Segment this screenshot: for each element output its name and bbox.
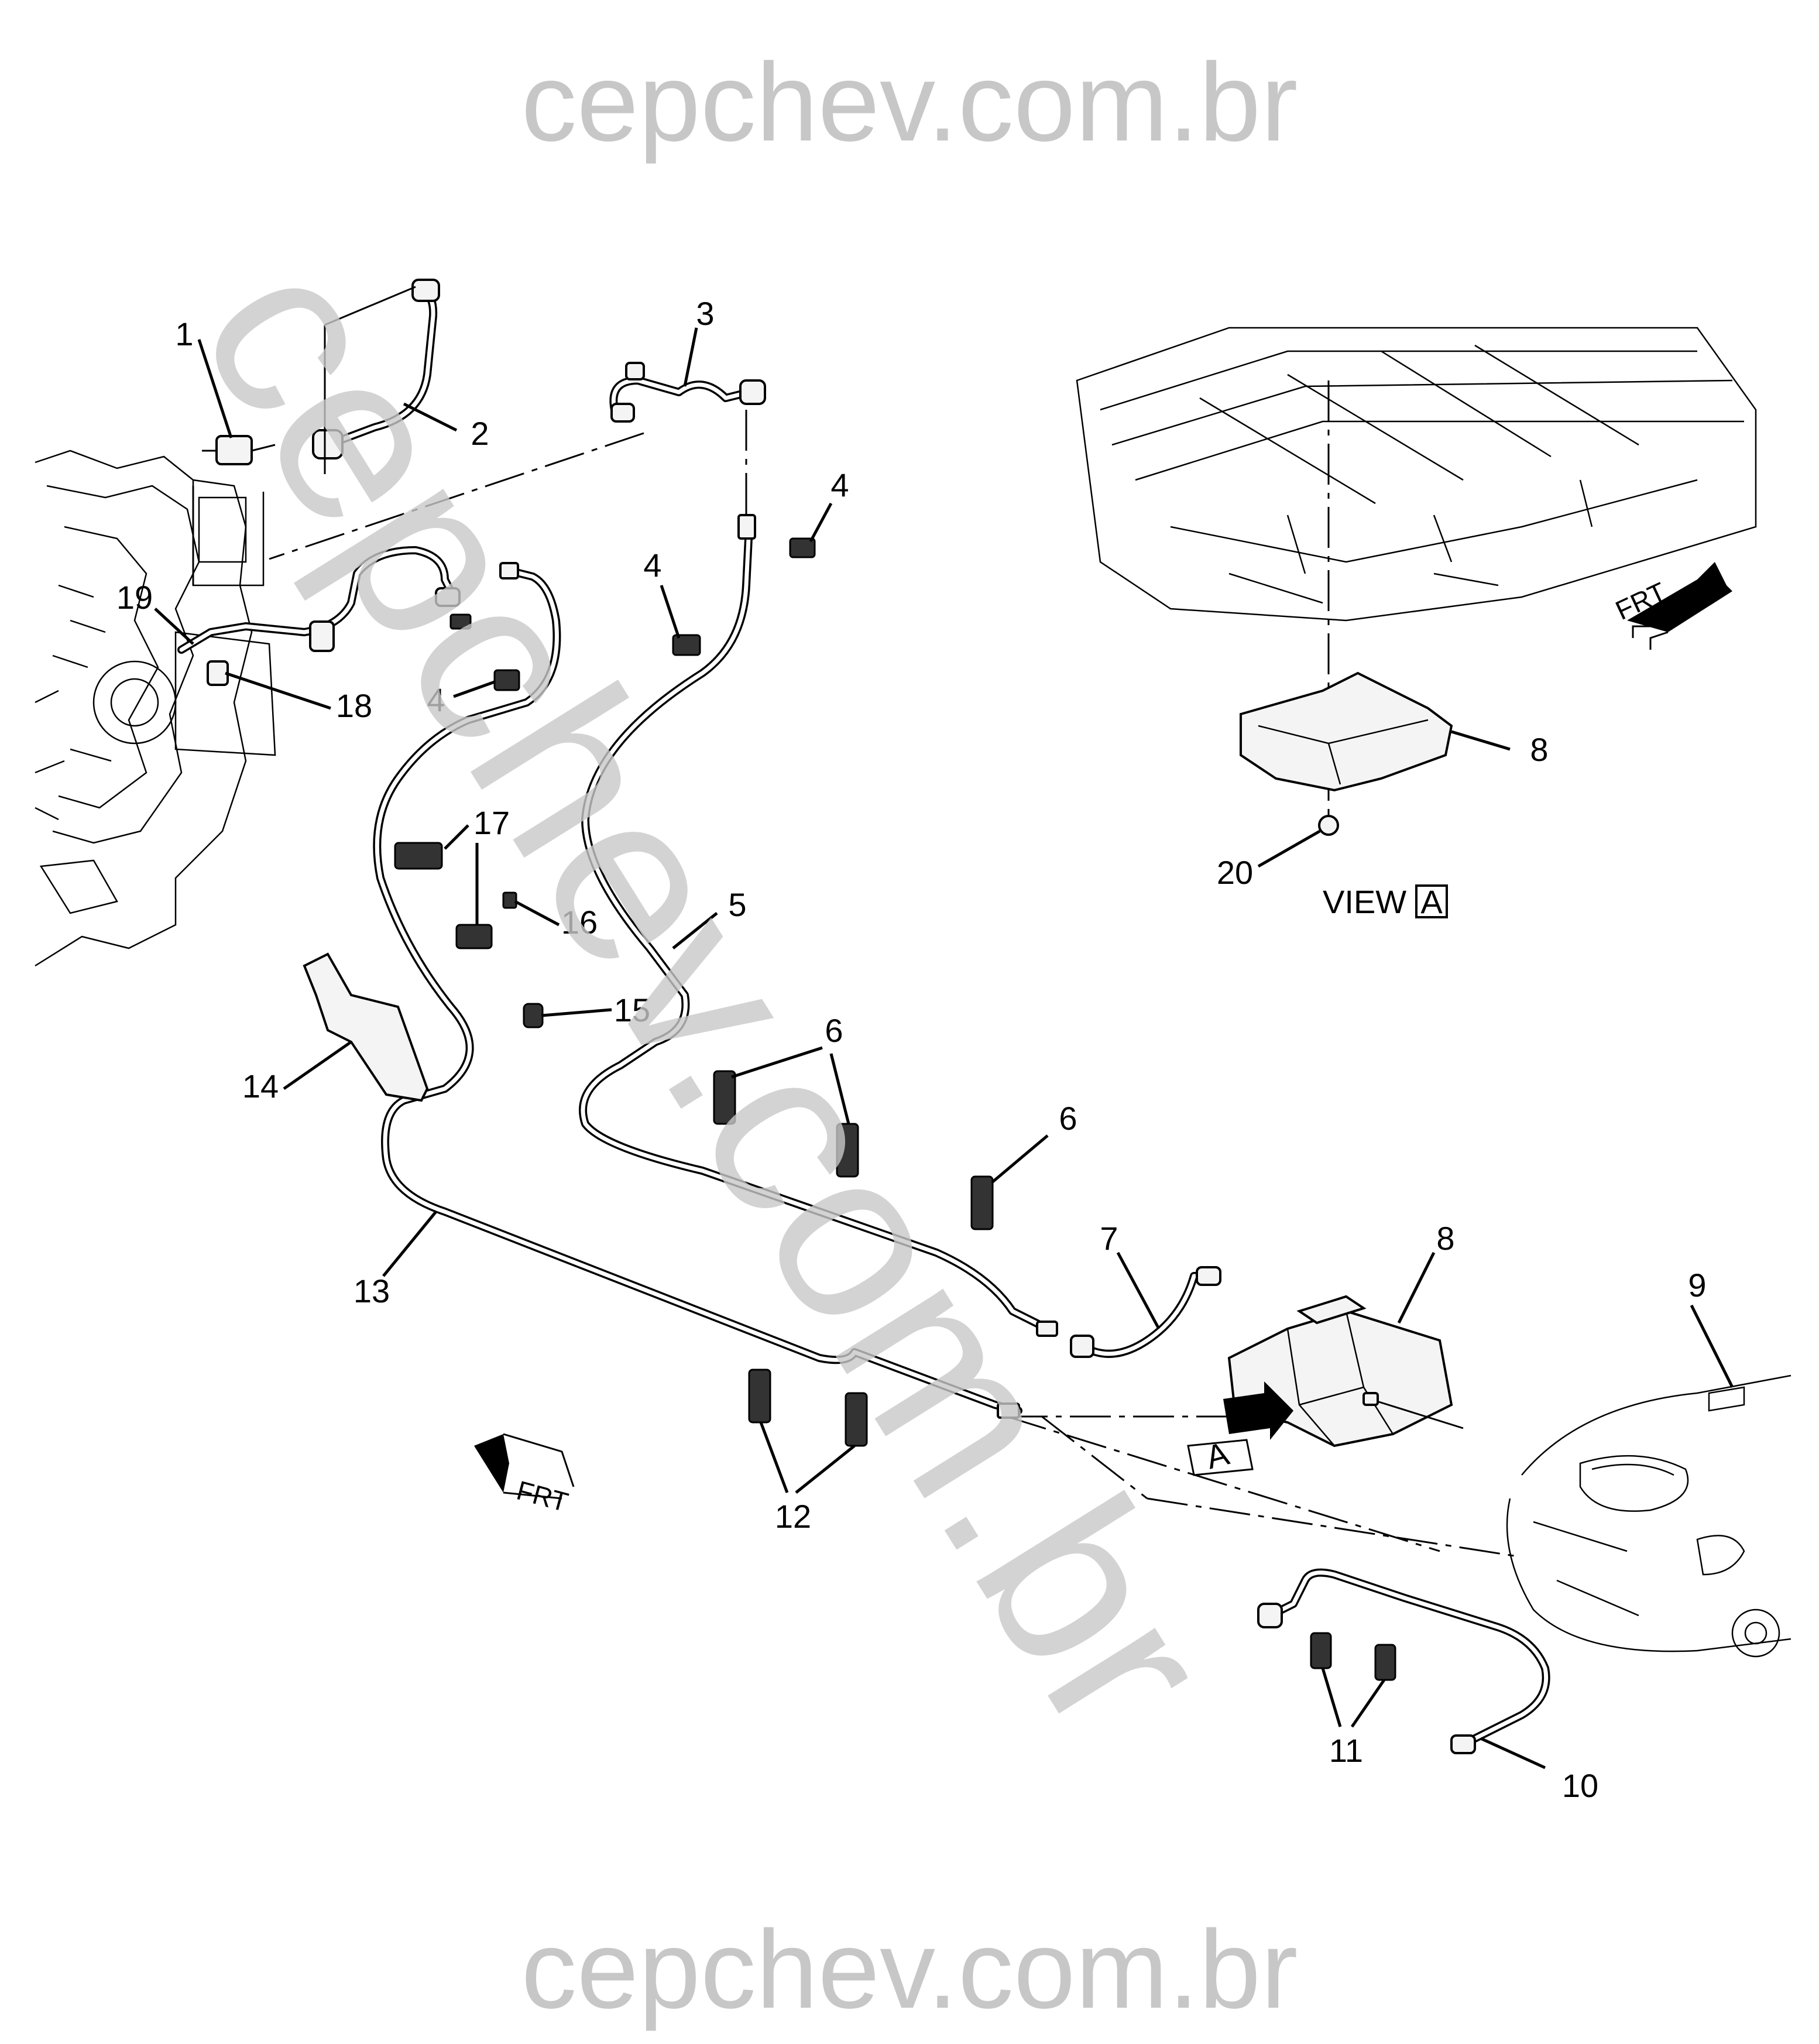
callout-4-mid: 4: [643, 547, 661, 584]
clip-4-mid: [672, 634, 701, 656]
clip-16: [502, 891, 517, 909]
evap-pipe-5: [579, 514, 1058, 1337]
frt-arrow-lower: FRT: [474, 1433, 575, 1518]
clip-18: [449, 613, 472, 630]
callout-10: 10: [1562, 1767, 1598, 1804]
callout-9: 9: [1688, 1267, 1706, 1304]
clip-12-b: [845, 1392, 868, 1447]
callout-2: 2: [471, 415, 489, 452]
clip-4-upper: [789, 537, 816, 558]
callout-20: 20: [1217, 854, 1253, 891]
callout-17: 17: [473, 804, 510, 841]
clip-16-17: [455, 924, 493, 949]
fuel-tank-9: [1506, 1374, 1791, 1658]
clip-12-a: [748, 1369, 771, 1424]
evap-hose-10: [1257, 1568, 1550, 1754]
view-a-letter: A: [1420, 883, 1443, 920]
callout-16: 16: [561, 904, 598, 941]
clip-17: [394, 842, 443, 870]
reference-line-4: [1041, 1415, 1148, 1500]
frt-label-lower: FRT: [513, 1474, 571, 1517]
callout-13: 13: [353, 1273, 390, 1309]
clip-4-lower: [493, 669, 520, 691]
clip-15: [523, 1003, 544, 1028]
callout-15: 15: [614, 992, 650, 1028]
view-a-label: VIEW: [1323, 883, 1406, 920]
callout-11: 11: [1329, 1732, 1363, 1769]
watermark-bottom: cepchev.com.br: [521, 1908, 1298, 2032]
engine-illustration: [35, 450, 276, 967]
callout-6-a: 6: [825, 1012, 843, 1049]
callout-19: 19: [116, 579, 153, 616]
watermark-top: cepchev.com.br: [521, 40, 1298, 164]
callout-8-view: 8: [1530, 731, 1548, 768]
view-a-marker-letter: A: [1202, 1435, 1233, 1476]
callout-3: 3: [696, 295, 714, 332]
evap-hose-3: [609, 362, 766, 423]
callout-12: 12: [775, 1498, 811, 1535]
callout-5: 5: [728, 886, 746, 923]
callout-18: 18: [336, 687, 372, 724]
heat-shield-14: [303, 952, 429, 1102]
reference-line-1: [269, 432, 644, 560]
callout-14: 14: [242, 1068, 279, 1105]
clip-6-a: [713, 1070, 736, 1125]
clips: [394, 537, 1396, 1681]
evap-pipe-13: [373, 562, 1022, 1419]
callout-4-upper: 4: [830, 467, 849, 503]
purge-hose-upper: [312, 279, 440, 459]
clip-11-a: [1310, 1632, 1332, 1669]
purge-hose-18-19: [177, 546, 461, 686]
callout-4-lower: 4: [427, 681, 445, 718]
reference-line-5: [1006, 1415, 1440, 1552]
leader-lines: [154, 327, 1734, 1769]
clip-11-b: [1374, 1644, 1396, 1681]
callout-6-b: 6: [1059, 1100, 1077, 1137]
view-a-inset: [1076, 327, 1757, 836]
evap-hose-7: [1070, 1266, 1221, 1358]
frt-arrow-upper: FRT: [1611, 562, 1732, 650]
callout-8-main: 8: [1436, 1220, 1454, 1257]
clip-6-c: [970, 1175, 994, 1230]
callout-7: 7: [1100, 1220, 1118, 1257]
assembly-link-1: [192, 286, 416, 585]
canister-purge-solenoid-valve: [202, 435, 276, 465]
callout-1: 1: [175, 315, 193, 352]
view-a-letter-box: [1415, 884, 1448, 918]
